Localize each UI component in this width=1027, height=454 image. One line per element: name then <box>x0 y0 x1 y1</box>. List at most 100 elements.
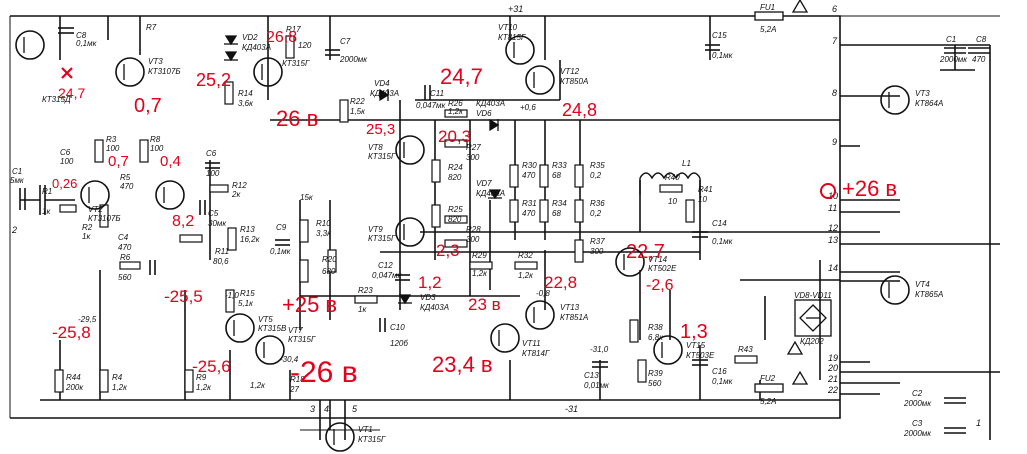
vt5-ref: VT5 <box>258 315 273 324</box>
c8-ref: C8 <box>76 31 87 40</box>
vt2-ref: VT2 <box>88 205 103 214</box>
vt5-type: КТ315В <box>258 324 287 333</box>
c1b-val: 2000мк <box>939 55 968 64</box>
vt7-type: КТ315Г <box>288 335 316 344</box>
r8-ref: R8 <box>150 135 161 144</box>
voltage-annotations: 24,7 0,7 25,2 26,8 26 в 24,7 24,8 25,3 2… <box>52 29 897 389</box>
r17-ref: R17 <box>286 25 301 34</box>
r5-ref: R5 <box>120 173 131 182</box>
r35-val: 0,2 <box>590 171 602 180</box>
vt9-ref: VT9 <box>368 225 383 234</box>
r24-ref: R24 <box>448 163 463 172</box>
r26-ref: R26 <box>448 99 463 108</box>
c16-ref: C16 <box>712 367 727 376</box>
fu2-ref: FU2 <box>760 374 776 383</box>
r5-val: 470 <box>120 182 134 191</box>
r44-val: 200к <box>65 383 84 392</box>
r38-val: 6,8к <box>648 333 664 342</box>
c1-ref: C1 <box>12 167 22 176</box>
v-r1: 0,26 <box>52 176 77 191</box>
pin-2: 2 <box>11 225 17 235</box>
vt3-type: КТ3107Б <box>148 67 181 76</box>
r28-ref: R28 <box>466 225 481 234</box>
r22-val: 1,5к <box>350 107 366 116</box>
mark-d: -30,4 <box>280 355 299 364</box>
c8b-val: 2000мк <box>339 55 368 64</box>
r4-ref: R4 <box>112 373 123 382</box>
c15-val: 0,1мк <box>712 51 734 60</box>
c16-val: 0,1мк <box>712 377 734 386</box>
r17-val: 120 <box>298 41 312 50</box>
vt3-out-type: КТ864А <box>915 99 943 108</box>
c14-val: 0,1мк <box>712 237 734 246</box>
v-r38: 1,3 <box>680 321 708 343</box>
pin-1: 1 <box>976 418 981 428</box>
r32-val: 1,2к <box>518 271 534 280</box>
fu2-val: 5,2А <box>760 397 776 406</box>
c11-val: 0,047мк <box>416 101 447 110</box>
vd6-ref: VD6 <box>476 109 492 118</box>
r8-val: 100 <box>150 144 164 153</box>
r7-ref: R7 <box>146 23 157 32</box>
vt12-ref: VT12 <box>560 67 580 76</box>
c7-val: 470 <box>972 55 986 64</box>
r27-val: 300 <box>466 153 480 162</box>
vt11-ref: VT11 <box>522 339 541 348</box>
r29-ref: R29 <box>472 251 487 260</box>
mark-b: -31,0 <box>590 345 609 354</box>
pin-6: 6 <box>832 4 837 14</box>
v-vt8: 26 в <box>276 106 318 131</box>
v-vt13: 23 в <box>468 295 501 314</box>
c10-val: 120б <box>390 339 408 348</box>
c6-val: 100 <box>60 157 74 166</box>
r41-ref: R41 <box>698 185 713 194</box>
pin-11: 11 <box>828 203 837 213</box>
r27-ref: R27 <box>466 143 481 152</box>
v-vt8b: 25,3 <box>366 121 395 138</box>
r6-ref: R6 <box>120 253 131 262</box>
r3-ref: R3 <box>106 135 117 144</box>
v-r27: 20,3 <box>438 127 471 146</box>
diode-symbols <box>224 35 502 305</box>
r43-ref: R43 <box>738 345 753 354</box>
mark-f: -1,0 <box>225 291 239 300</box>
vt8-type: КТ315Г <box>282 59 310 68</box>
v-vt11: 23,4 в <box>432 352 493 377</box>
vd3-val: КД403А <box>420 303 449 312</box>
c13-val: 0,01мк <box>584 381 610 390</box>
vd3-ref: VD3 <box>420 293 436 302</box>
c5-val: 30мк <box>208 219 227 228</box>
r4-val: 1,2к <box>112 383 128 392</box>
c11-ref: C11 <box>430 89 444 98</box>
r10-val: 3,3к <box>316 229 332 238</box>
r3-val: 100 <box>106 144 120 153</box>
r25-val: 820 <box>448 215 462 224</box>
r33-ref: R33 <box>552 161 567 170</box>
c9-ref: C9 <box>276 223 287 232</box>
r31-val: 470 <box>522 209 536 218</box>
v-c12: 1,2 <box>418 273 442 292</box>
r20-val: 680 <box>322 267 336 276</box>
pin-12: 12 <box>828 223 838 233</box>
r31-ref: R31 <box>522 199 537 208</box>
r40-ref: R40 <box>665 173 680 182</box>
r40-val: 10 <box>668 197 677 206</box>
vd6-val: КД403А <box>476 99 505 108</box>
r18-ref: R18 <box>290 375 305 384</box>
vt11-type: КТ814Г <box>522 349 550 358</box>
r1-val: 1к <box>42 207 51 216</box>
r25-ref: R25 <box>448 205 463 214</box>
c3-ref: C3 <box>912 419 923 428</box>
c7-ref: C8 <box>976 35 987 44</box>
r13-ref: R13 <box>240 225 255 234</box>
r34-ref: R34 <box>552 199 567 208</box>
vt1-ref: VT1 <box>358 425 373 434</box>
v-r5: 0,4 <box>160 153 181 170</box>
vt14-ref: VT14 <box>648 255 668 264</box>
pin-8: 8 <box>832 88 837 98</box>
v-vt14-c: -2,6 <box>646 277 674 294</box>
c4-val: 470 <box>118 243 132 252</box>
r29-val: 1,2к <box>472 269 488 278</box>
r30-val: 470 <box>522 171 536 180</box>
c3-val: 2000мк <box>903 429 932 438</box>
